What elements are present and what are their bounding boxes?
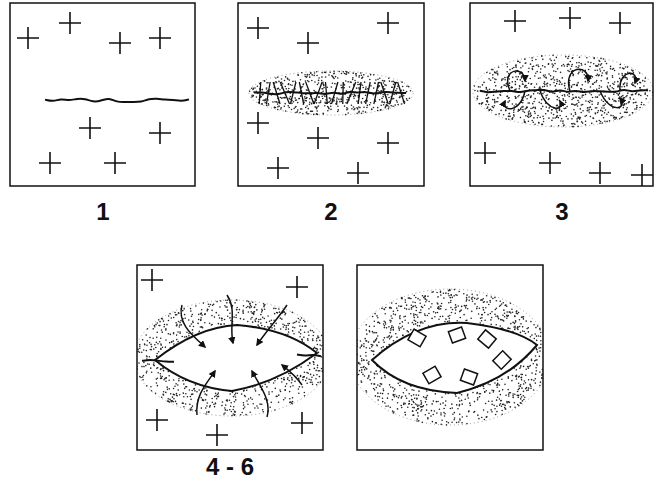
fracture-line bbox=[142, 360, 174, 362]
veinlet bbox=[366, 82, 371, 104]
fracture-line bbox=[480, 90, 648, 92]
granite-cross bbox=[631, 164, 653, 186]
granite-cross bbox=[559, 7, 581, 29]
crystal bbox=[448, 327, 465, 343]
panel-frame bbox=[470, 3, 653, 186]
fluid-arrow bbox=[600, 91, 622, 108]
alteration-halo bbox=[137, 299, 323, 416]
crystal bbox=[478, 330, 496, 348]
fluid-arrow bbox=[508, 71, 525, 91]
veinlet bbox=[259, 82, 261, 104]
granite-cross bbox=[109, 32, 131, 54]
granite-cross bbox=[59, 12, 81, 34]
fluid-arrow bbox=[504, 91, 525, 109]
fluid-arrow bbox=[227, 295, 233, 343]
veinlet bbox=[290, 82, 296, 104]
stage-number: 3 bbox=[555, 200, 568, 224]
panel-frame bbox=[137, 265, 323, 450]
granite-cross bbox=[146, 409, 168, 431]
panel-frame bbox=[10, 3, 195, 186]
granite-cross bbox=[141, 269, 163, 291]
veinlet bbox=[299, 82, 303, 104]
panel-frame bbox=[238, 3, 424, 186]
fracture-line bbox=[45, 99, 189, 102]
granite-cross bbox=[247, 17, 269, 39]
granite-cross bbox=[286, 276, 308, 298]
fluid-arrow bbox=[620, 73, 636, 91]
veinlet bbox=[347, 82, 356, 104]
veinlet bbox=[306, 82, 314, 104]
veinlet bbox=[342, 82, 344, 104]
veinlet bbox=[381, 82, 388, 104]
stage-number: 4 - 6 bbox=[206, 455, 254, 479]
veinlet bbox=[398, 82, 405, 104]
crystal bbox=[423, 366, 441, 383]
crystal bbox=[460, 369, 477, 385]
fluid-arrow bbox=[282, 365, 302, 385]
veinlet bbox=[358, 82, 361, 104]
fluid-arrow bbox=[181, 305, 205, 347]
granite-cross bbox=[39, 152, 61, 174]
veinlet bbox=[374, 82, 379, 104]
fracture-line bbox=[297, 355, 321, 357]
granite-cross bbox=[291, 412, 313, 434]
granite-cross bbox=[307, 127, 329, 149]
stage-number: 2 bbox=[324, 200, 337, 224]
veinlet bbox=[331, 82, 337, 104]
stage-number: 1 bbox=[96, 200, 109, 224]
granite-cross bbox=[104, 152, 126, 174]
granite-cross bbox=[17, 27, 39, 49]
fluid-arrow bbox=[257, 305, 287, 345]
granite-cross bbox=[474, 142, 496, 164]
fluid-arrow bbox=[252, 371, 268, 417]
granite-cross bbox=[247, 112, 269, 134]
granite-cross bbox=[589, 162, 611, 184]
stage-panel bbox=[134, 265, 330, 450]
granite-cross bbox=[79, 117, 101, 139]
stage-panel bbox=[10, 3, 195, 186]
fluid-arrow bbox=[569, 69, 589, 91]
cavity bbox=[372, 323, 537, 393]
granite-cross bbox=[347, 162, 369, 184]
fluid-arrow bbox=[197, 371, 215, 415]
stage-panel bbox=[238, 3, 424, 186]
granite-cross bbox=[297, 32, 319, 54]
veinlet bbox=[325, 82, 327, 104]
panel-frame bbox=[357, 265, 543, 450]
veinlet bbox=[273, 82, 280, 104]
granite-cross bbox=[267, 157, 289, 179]
granite-cross bbox=[149, 27, 171, 49]
alteration-halo bbox=[473, 55, 653, 128]
granite-cross bbox=[377, 12, 399, 34]
veinlet bbox=[280, 82, 289, 104]
granite-cross bbox=[149, 122, 171, 144]
alteration-halo bbox=[357, 289, 543, 426]
crystal bbox=[408, 329, 426, 346]
stage-panel bbox=[350, 265, 550, 450]
veinlet bbox=[266, 82, 270, 104]
granite-cross bbox=[504, 10, 526, 32]
veinlet bbox=[390, 82, 396, 104]
alteration-halo bbox=[249, 71, 413, 116]
granite-cross bbox=[609, 12, 631, 34]
cavity bbox=[155, 325, 317, 391]
crystal bbox=[493, 351, 511, 369]
granite-cross bbox=[377, 132, 399, 154]
granite-cross bbox=[539, 152, 561, 174]
stage-panel bbox=[470, 3, 654, 186]
fluid-arrow bbox=[540, 91, 561, 108]
granite-cross bbox=[206, 424, 228, 446]
veinlet bbox=[314, 82, 322, 104]
